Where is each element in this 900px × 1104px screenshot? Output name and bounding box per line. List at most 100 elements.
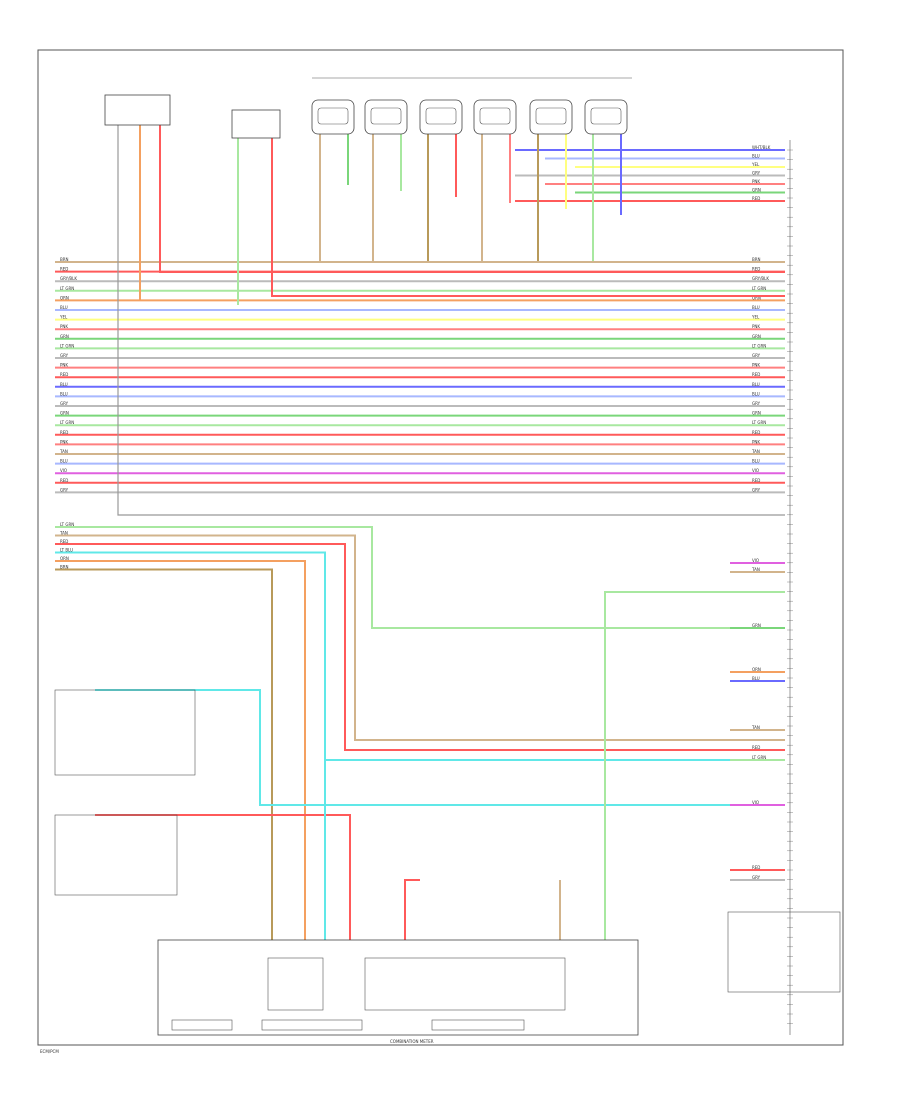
main-wire-label-left-19: RED: [60, 430, 68, 435]
gauge-block: [364, 957, 566, 1011]
coil-3: [419, 99, 463, 135]
coil-3-core: [425, 107, 457, 125]
main-wire-label-left-17: GRN: [60, 411, 69, 416]
main-wire-label-right-22: BLU: [752, 459, 760, 464]
bottom-center-label: COMBINATION METER: [390, 1039, 434, 1044]
top-wire-label-2: BLU: [752, 154, 760, 159]
selector-switch-wire: [95, 689, 785, 806]
lower-wire-label-3: RED: [60, 539, 68, 544]
right-stub-label-3: GRN: [752, 623, 761, 628]
main-wire-label-right-14: BLU: [752, 382, 760, 387]
panel-red-feed: [159, 125, 785, 273]
main-wire-label-left-2: RED: [60, 267, 68, 272]
main-wire-label-right-13: RED: [752, 372, 760, 377]
main-wire-label-left-24: RED: [60, 478, 68, 483]
right-stub-label-11: GRY: [752, 875, 761, 880]
coil-6-core: [590, 107, 622, 125]
lower-wire-1: [55, 526, 785, 629]
main-wire-label-left-10: LT GRN: [60, 343, 74, 348]
instrument-panel-connector: [104, 94, 171, 126]
right-stub-label-8: LT GRN: [752, 755, 766, 760]
main-wire-label-left-16: GRY: [60, 401, 69, 406]
right-stub-label-2: TAN: [751, 567, 760, 572]
main-wire-label-right-10: LT GRN: [752, 343, 766, 348]
right-stub-label-4: ORN: [752, 667, 761, 672]
top-wire-label-7: RED: [752, 196, 760, 201]
sensor-switch-wire: [95, 814, 351, 940]
main-wire-label-right-17: GRN: [752, 411, 761, 416]
lower-wire-6: [55, 568, 273, 940]
lower-wire-label-6: BRN: [60, 565, 69, 570]
main-wire-label-left-14: BLU: [60, 382, 68, 387]
main-wire-label-left-4: LT GRN: [60, 286, 74, 291]
main-wire-label-left-15: BLU: [60, 391, 68, 396]
top-wire-label-4: GRY: [752, 171, 761, 176]
coil-1-core: [317, 107, 349, 125]
main-wire-label-left-7: YEL: [59, 315, 68, 320]
right-stub-label-9: VIO: [752, 800, 759, 805]
main-wire-label-left-18: LT GRN: [60, 420, 74, 425]
lower-wire-3: [55, 543, 785, 751]
main-wire-label-left-5: ORN: [60, 295, 69, 300]
main-wire-label-right-20: PNK: [752, 439, 760, 444]
main-wire-label-right-4: LT GRN: [752, 286, 766, 291]
main-wire-label-right-5: ORN: [752, 295, 761, 300]
main-wire-label-left-21: TAN: [59, 449, 68, 454]
main-wire-label-right-2: RED: [752, 267, 760, 272]
main-wire-label-left-9: GRN: [60, 334, 69, 339]
component-layer: [54, 77, 841, 1036]
main-wire-label-left-3: GRY/BLK: [60, 276, 77, 281]
lower-wire-label-5: ORN: [60, 556, 69, 561]
right-stub-label-5: BLU: [752, 676, 760, 681]
main-wire-label-right-3: GRY/BLK: [752, 276, 769, 281]
sensor-switch-box: [54, 814, 178, 896]
coil-6: [584, 99, 628, 135]
ecm-connector-a: [171, 1019, 233, 1031]
coil-5: [529, 99, 573, 135]
main-wire-label-left-6: BLU: [60, 305, 68, 310]
main-wire-label-left-23: VIO: [60, 468, 67, 473]
bottom-left-label: ECM/PCM: [40, 1049, 59, 1054]
coil-4: [473, 99, 517, 135]
sensor-connector: [231, 109, 281, 139]
main-wire-label-right-23: VIO: [752, 468, 759, 473]
top-wire-label-1: WHT/BLK: [752, 145, 771, 150]
main-wire-label-right-18: LT GRN: [752, 420, 766, 425]
green-riser-wire: [604, 591, 785, 940]
lower-wire-label-4: LT BLU: [60, 548, 73, 553]
module-red-stub: [404, 879, 420, 940]
coil-2-core: [370, 107, 402, 125]
ecm-connector-c: [431, 1019, 525, 1031]
right-control-module: [727, 911, 841, 993]
right-stub-label-6: TAN: [751, 725, 760, 730]
main-wire-label-right-25: GRY: [752, 487, 761, 492]
ground-return-wire: [117, 125, 785, 516]
coil-group: [311, 99, 628, 135]
main-wire-label-left-8: PNK: [60, 324, 68, 329]
main-wire-label-right-24: RED: [752, 478, 760, 483]
power-supply-block: [267, 957, 324, 1011]
main-wire-label-right-9: GRN: [752, 334, 761, 339]
lower-wire-4: [55, 551, 785, 761]
right-stub-label-10: RED: [752, 865, 760, 870]
ecm-connector-b: [261, 1019, 363, 1031]
main-wire-label-left-22: BLU: [60, 459, 68, 464]
main-wire-label-left-25: GRY: [60, 487, 69, 492]
main-wire-label-left-20: PNK: [60, 439, 68, 444]
diagram-border: [37, 49, 844, 1046]
main-wire-label-right-16: GRY: [752, 401, 761, 406]
main-wire-label-left-13: RED: [60, 372, 68, 377]
main-wire-label-right-7: YEL: [751, 315, 760, 320]
main-wire-label-right-6: BLU: [752, 305, 760, 310]
lower-wire-2: [55, 534, 785, 741]
coil-4-core: [479, 107, 511, 125]
top-wire-label-6: GRN: [752, 188, 761, 193]
coil-1: [311, 99, 355, 135]
top-wire-label-3: YEL: [751, 162, 760, 167]
main-wire-label-right-8: PNK: [752, 324, 760, 329]
sensor-red-feed: [271, 138, 785, 297]
top-wire-label-5: PNK: [752, 179, 760, 184]
main-wire-label-right-11: GRY: [752, 353, 761, 358]
